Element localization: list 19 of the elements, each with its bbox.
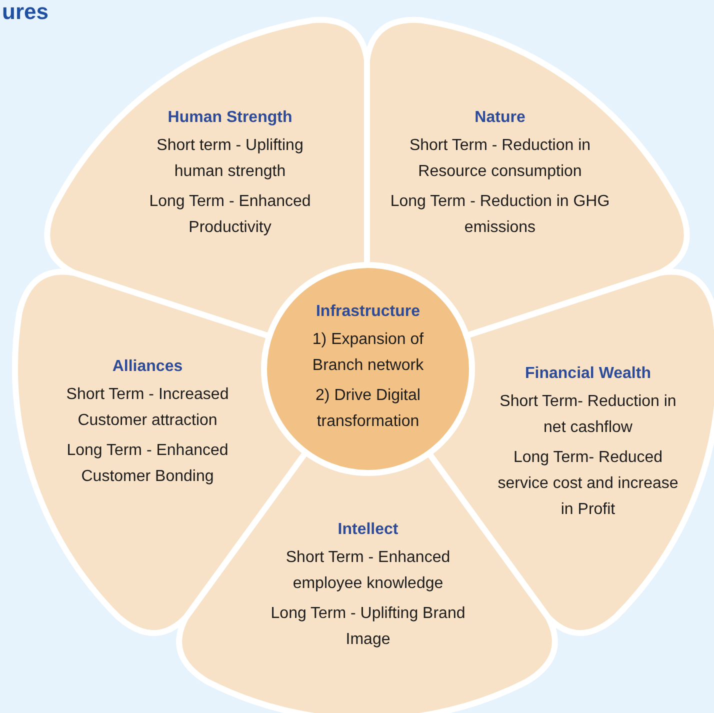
petal-description: Long Term - Uplifting Brand Image <box>270 604 466 650</box>
petal-description: 2) Drive Digital transformation <box>314 386 422 432</box>
petal-heading: Alliances <box>111 357 184 377</box>
petal-description: Short term - Uplifting human strength <box>156 136 304 182</box>
petal-description: Long Term - Enhanced Customer Bonding <box>66 441 230 487</box>
petal-heading: Financial Wealth <box>524 364 652 384</box>
petal-heading: Nature <box>474 108 526 128</box>
title-text: ures <box>2 0 48 24</box>
petal-description: Short Term - Increased Customer attraction <box>65 385 230 431</box>
petal-description: Long Term - Reduction in GHG emissions <box>389 192 611 238</box>
petal-description: Short Term- Reduction in net cashflow <box>498 392 678 438</box>
petal-description: Long Term- Reduced service cost and increase in Profit <box>497 448 679 520</box>
petal-heading: Human Strength <box>166 108 294 128</box>
petal-heading: Intellect <box>336 520 400 540</box>
petal-description: Long Term - Enhanced Productivity <box>148 192 312 238</box>
petal-description: Short Term - Reduction in Resource consumption <box>408 136 592 182</box>
petal-description: 1) Expansion of Branch network <box>311 330 425 376</box>
petal-heading: Infrastructure <box>316 302 420 322</box>
petal-description: Short Term - Enhanced employee knowledge <box>284 548 452 594</box>
